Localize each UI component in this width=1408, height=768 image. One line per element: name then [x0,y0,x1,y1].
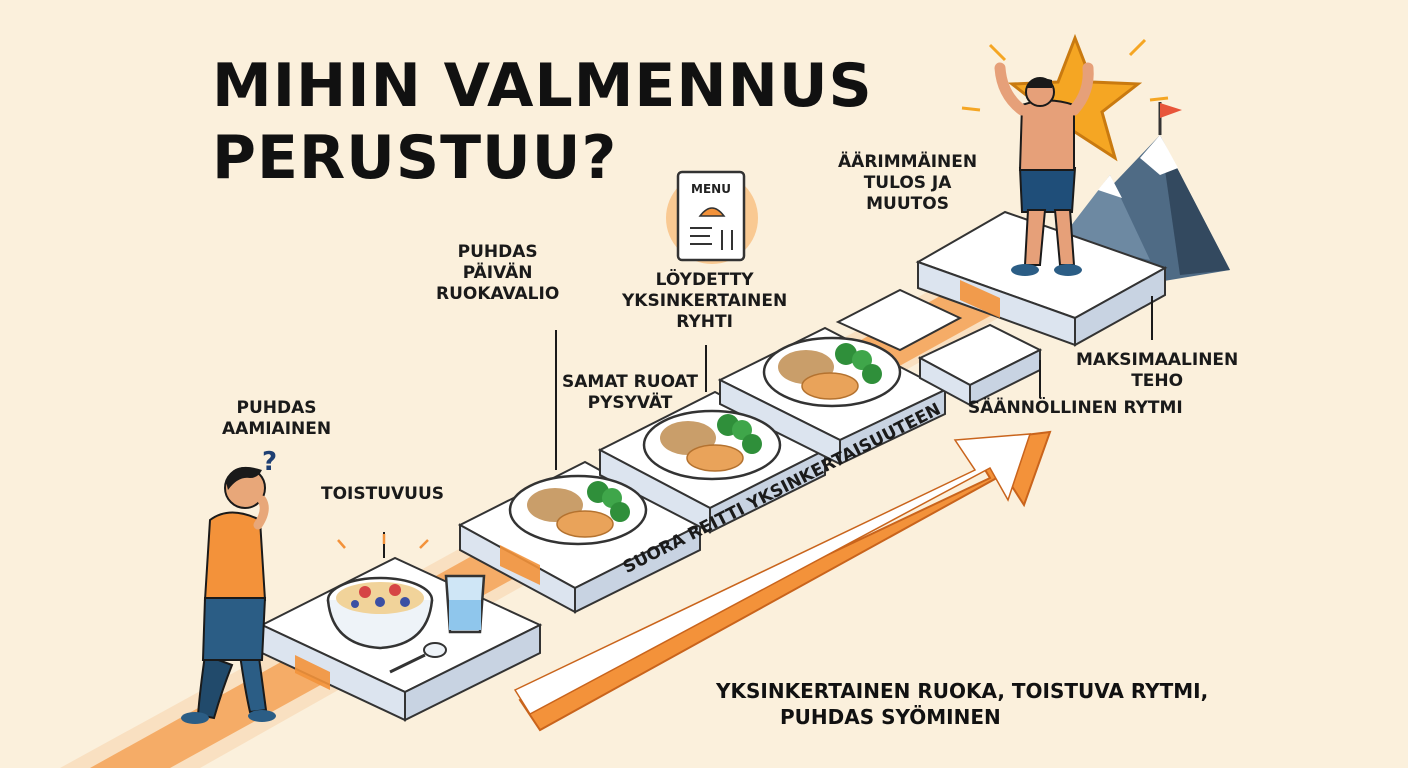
title-line-2: PERUSTUU? [212,123,618,193]
bottom-caption-line-1: YKSINKERTAINEN RUOKA, TOISTUVA RYTMI, [716,679,1209,703]
flag-icon [1160,103,1182,118]
champion-person [994,62,1094,276]
title-line-1: MIHIN VALMENNUS [212,51,873,121]
menu-card-icon [666,170,758,264]
label-ultimate-result: ÄÄRIMMÄINEN TULOS JA MUUTOS [838,152,978,214]
plate-1 [508,474,648,546]
bottom-caption-line-2: PUHDAS SYÖMINEN [780,705,1001,729]
label-repetition: TOISTUVUUS [321,484,445,504]
plate-3 [762,336,902,408]
spoon-icon [389,642,447,674]
step-5 [835,288,1043,407]
label-same-foods: SAMAT RUOAT PYSYVÄT [562,372,698,413]
thinking-person [181,466,276,724]
bottom-caption: YKSINKERTAINEN RUOKA, TOISTUVA RYTMI, PU… [716,678,1208,730]
label-max-power: MAKSIMAALINEN TEHO [1076,350,1239,391]
label-clean-breakfast: PUHDAS AAMIAINEN [222,398,332,439]
menu-card-label: MENU [691,182,731,196]
label-clean-daily-diet: PUHDAS PÄIVÄN RUOKAVALIO [436,242,560,304]
route-arrow [513,430,1052,732]
plate-2 [642,409,782,481]
page-title: MIHIN VALMENNUS PERUSTUU? [212,50,873,194]
label-simple-rhythm: LÖYDETTY YKSINKERTAINEN RYHTI [622,270,788,332]
label-regular-rhythm: SÄÄNNÖLLINEN RYTMI [968,398,1183,418]
question-mark-icon: ? [262,447,277,477]
breakfast-bowl [326,576,434,650]
water-glass-icon [444,574,486,634]
